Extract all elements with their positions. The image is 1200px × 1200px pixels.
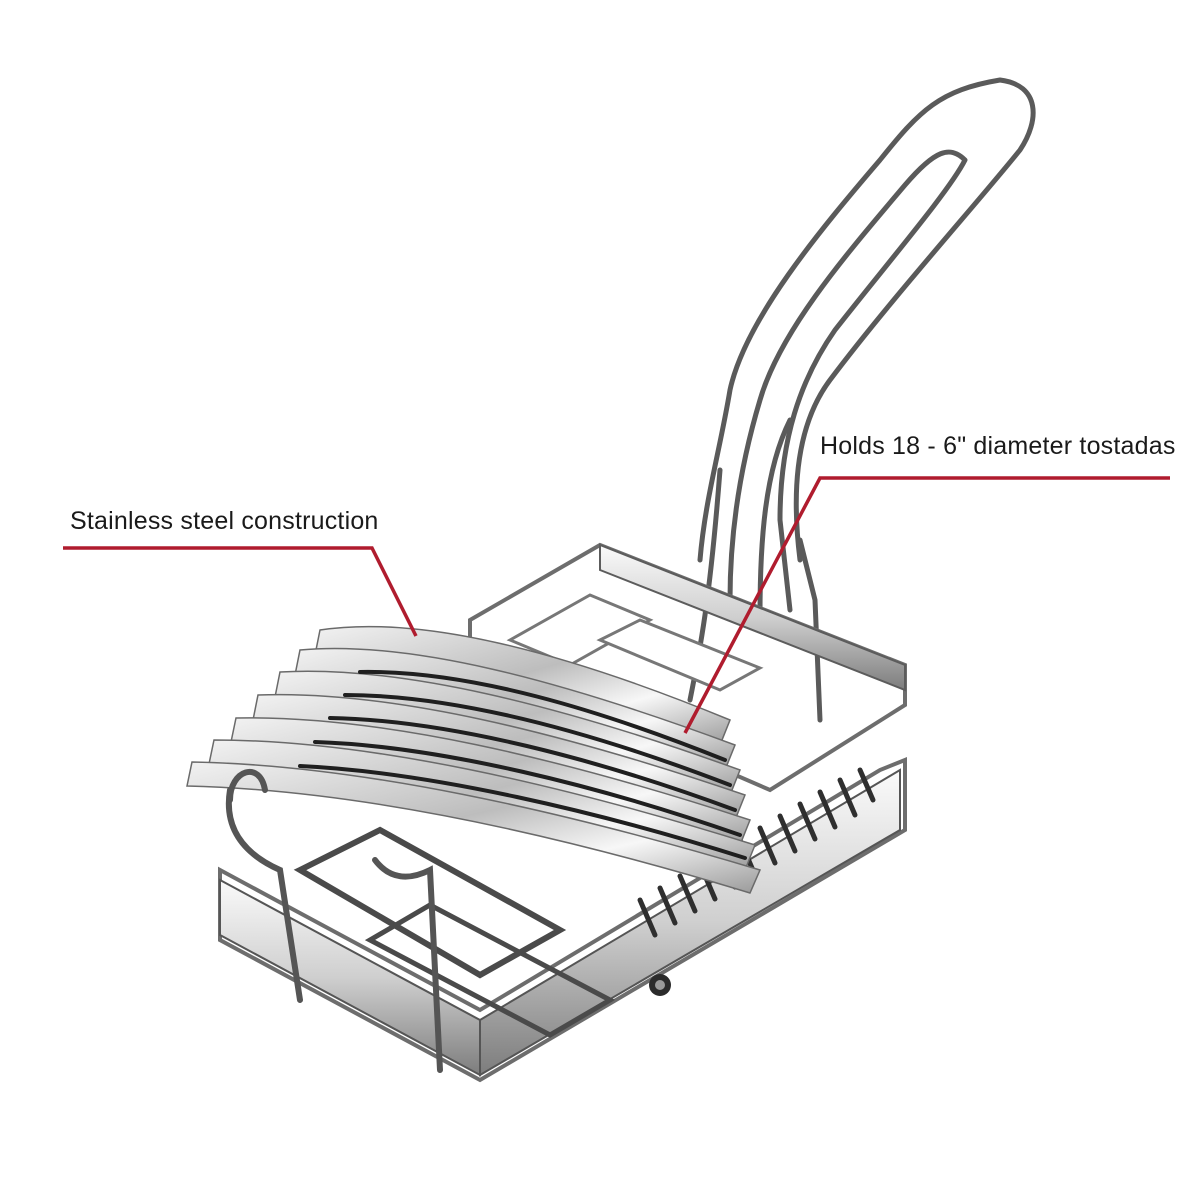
callout-label-capacity: Holds 18 - 6" diameter tostadas bbox=[820, 432, 1176, 460]
upper-frame bbox=[468, 542, 907, 793]
pivot-rivet bbox=[649, 974, 671, 996]
callout-label-stainless-steel: Stainless steel construction bbox=[70, 507, 379, 535]
callout-line-left bbox=[63, 546, 418, 637]
side-clip bbox=[225, 768, 443, 1073]
tostada-fins bbox=[186, 625, 762, 894]
fin-shadows bbox=[298, 669, 747, 860]
callout-line-right bbox=[683, 476, 1170, 734]
tostada-fryer-basket-icon bbox=[186, 77, 1036, 1083]
